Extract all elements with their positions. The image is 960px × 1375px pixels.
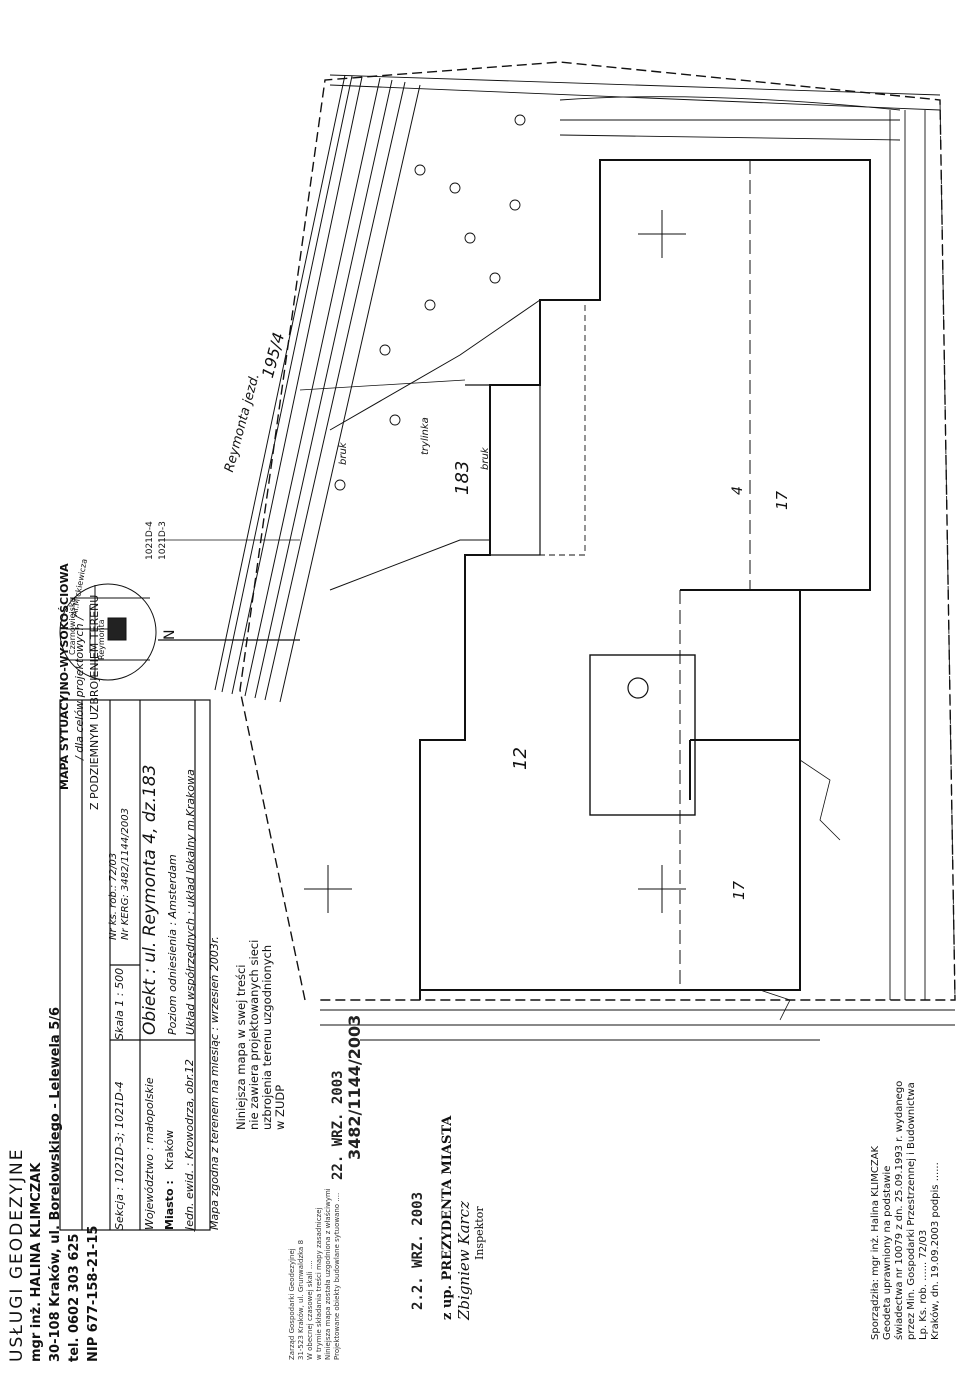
nr-kerg: Nr KERG: 3482/1144/2003 (120, 808, 131, 940)
building-12-label: 12 (510, 747, 531, 770)
building-17b-label: 17 (773, 490, 791, 510)
cert-line: Geodeta uprawniony na podstawie (882, 1165, 893, 1340)
skala: Skala 1 : 500 (113, 967, 126, 1040)
cert-line: Kraków, dn. 19.09.2003 podpis ...... (930, 1162, 941, 1340)
section-label-2: 1021D-4 (145, 521, 155, 560)
parcel-183-label: 183 (452, 460, 473, 495)
stamp-line: Zarząd Gospodarki Geodezyjnej (288, 1248, 296, 1360)
street-reymonta-lines (214, 74, 421, 703)
cert-line: Sporządziła: mgr inż. Halina KLIMCZAK (870, 1145, 881, 1340)
north-arrow-label: N (162, 629, 178, 640)
stamp-line: W obecnej czasowej skali .... (306, 1260, 314, 1360)
stamp-line: w trymie składania treści mapy zasadnicz… (315, 1207, 323, 1360)
trylinka-label: trylinka (420, 417, 431, 455)
company-address: 30-108 Kraków, ul. Borelowskiego - Lelew… (48, 1006, 63, 1362)
inset-reymonta: Reymonta (97, 619, 106, 660)
parcel-boundary (239, 61, 956, 1001)
right-street-lines (889, 99, 956, 1001)
president-signature: z up. PREZYDENTA MIASTA Zbigniew Karcz I… (440, 1116, 488, 1320)
cert-line: świadectwa nr 10079 z dn. 25.09.1993 r. … (894, 1080, 905, 1340)
company-phone: tel. 0602 303 625 (67, 1233, 82, 1362)
info-table-frame (59, 699, 211, 1231)
jedn-ewid: Jedn. ewid. : Krowodrza, obr.12 (183, 1059, 196, 1230)
section-label-1: 1021D-3 (158, 521, 168, 560)
sekcja: Sekcja : 1021D-3; 1021D-4 (113, 1081, 126, 1230)
grid-crosses (66, 210, 686, 913)
miasto-label: Miasto : (163, 1180, 176, 1230)
miasto: Kraków (163, 1129, 176, 1170)
fountain (627, 677, 649, 699)
building-main (419, 159, 871, 1000)
company-owner: mgr inż. HALINA KLIMCZAK (29, 1162, 44, 1362)
poziom-odniesienia: Poziom odniesienia : Amsterdam (166, 854, 179, 1035)
note-line: w ZUDP (273, 1084, 287, 1130)
wojewodztwo: Województwo : małopolskie (143, 1077, 156, 1230)
stamp-line: Niniejsza mapa została uzgodniona z właś… (324, 1188, 332, 1360)
president-line: z up. PREZYDENTA MIASTA (440, 1115, 455, 1320)
trees (334, 114, 526, 491)
inspector-name: Zbigniew Karcz (455, 1201, 473, 1320)
mapa-zgodna: Mapa zgodna z terenem na miesiąc : wrzes… (208, 936, 221, 1230)
stamp-line: 31-523 Kraków, ul. Grunwaldzka 8 (297, 1239, 305, 1360)
obiekt: Obiekt : ul. Reymonta 4, dz.183 (140, 764, 160, 1035)
bruk-label-1: bruk (338, 442, 349, 465)
uklad-wspolrzednych: Układ współrzędnych : układ lokalny m.Kr… (184, 769, 197, 1035)
surveyor-certificate: Sporządziła: mgr inż. Halina KLIMCZAK Ge… (870, 1081, 942, 1340)
stamp-line: Projektowane obiekty budowlane sytuowano… (333, 1192, 341, 1360)
company-name: USŁUGI GEODEZYJNE (7, 1147, 27, 1362)
location-inset (59, 583, 157, 681)
map-info-table: MAPA SYTUACYJNO-WYSOKOŚCIOWA / dla celów… (58, 563, 228, 1230)
stamp-date-2: 2.2. WRZ. 2003 (410, 1191, 426, 1310)
building-17a-label: 17 (730, 880, 748, 900)
nr-ks-rob: Nr ks. rob.: 72/03 (108, 852, 119, 940)
stamp-date-1: 22. WRZ. 2003 (330, 1070, 346, 1180)
approval-stamp: Zarząd Gospodarki Geodezyjnej 31-523 Kra… (288, 1188, 342, 1360)
cert-line: przez Min. Gospodarki Przestrzennej i Bu… (906, 1082, 917, 1340)
bottom-street-lines (320, 1009, 955, 1041)
registry-number: 3482/1144/2003 (345, 1014, 364, 1160)
cert-line: Lp. Ks. rob. ...... 72/03 (918, 1229, 929, 1340)
courtyard (589, 654, 696, 816)
map-note: Niniejsza mapa w swej treści nie zawiera… (234, 940, 287, 1130)
inspector-role: Inspektor (473, 1206, 486, 1260)
building-4-label: 4 (730, 486, 746, 495)
bruk-label-2: bruk (480, 447, 491, 470)
